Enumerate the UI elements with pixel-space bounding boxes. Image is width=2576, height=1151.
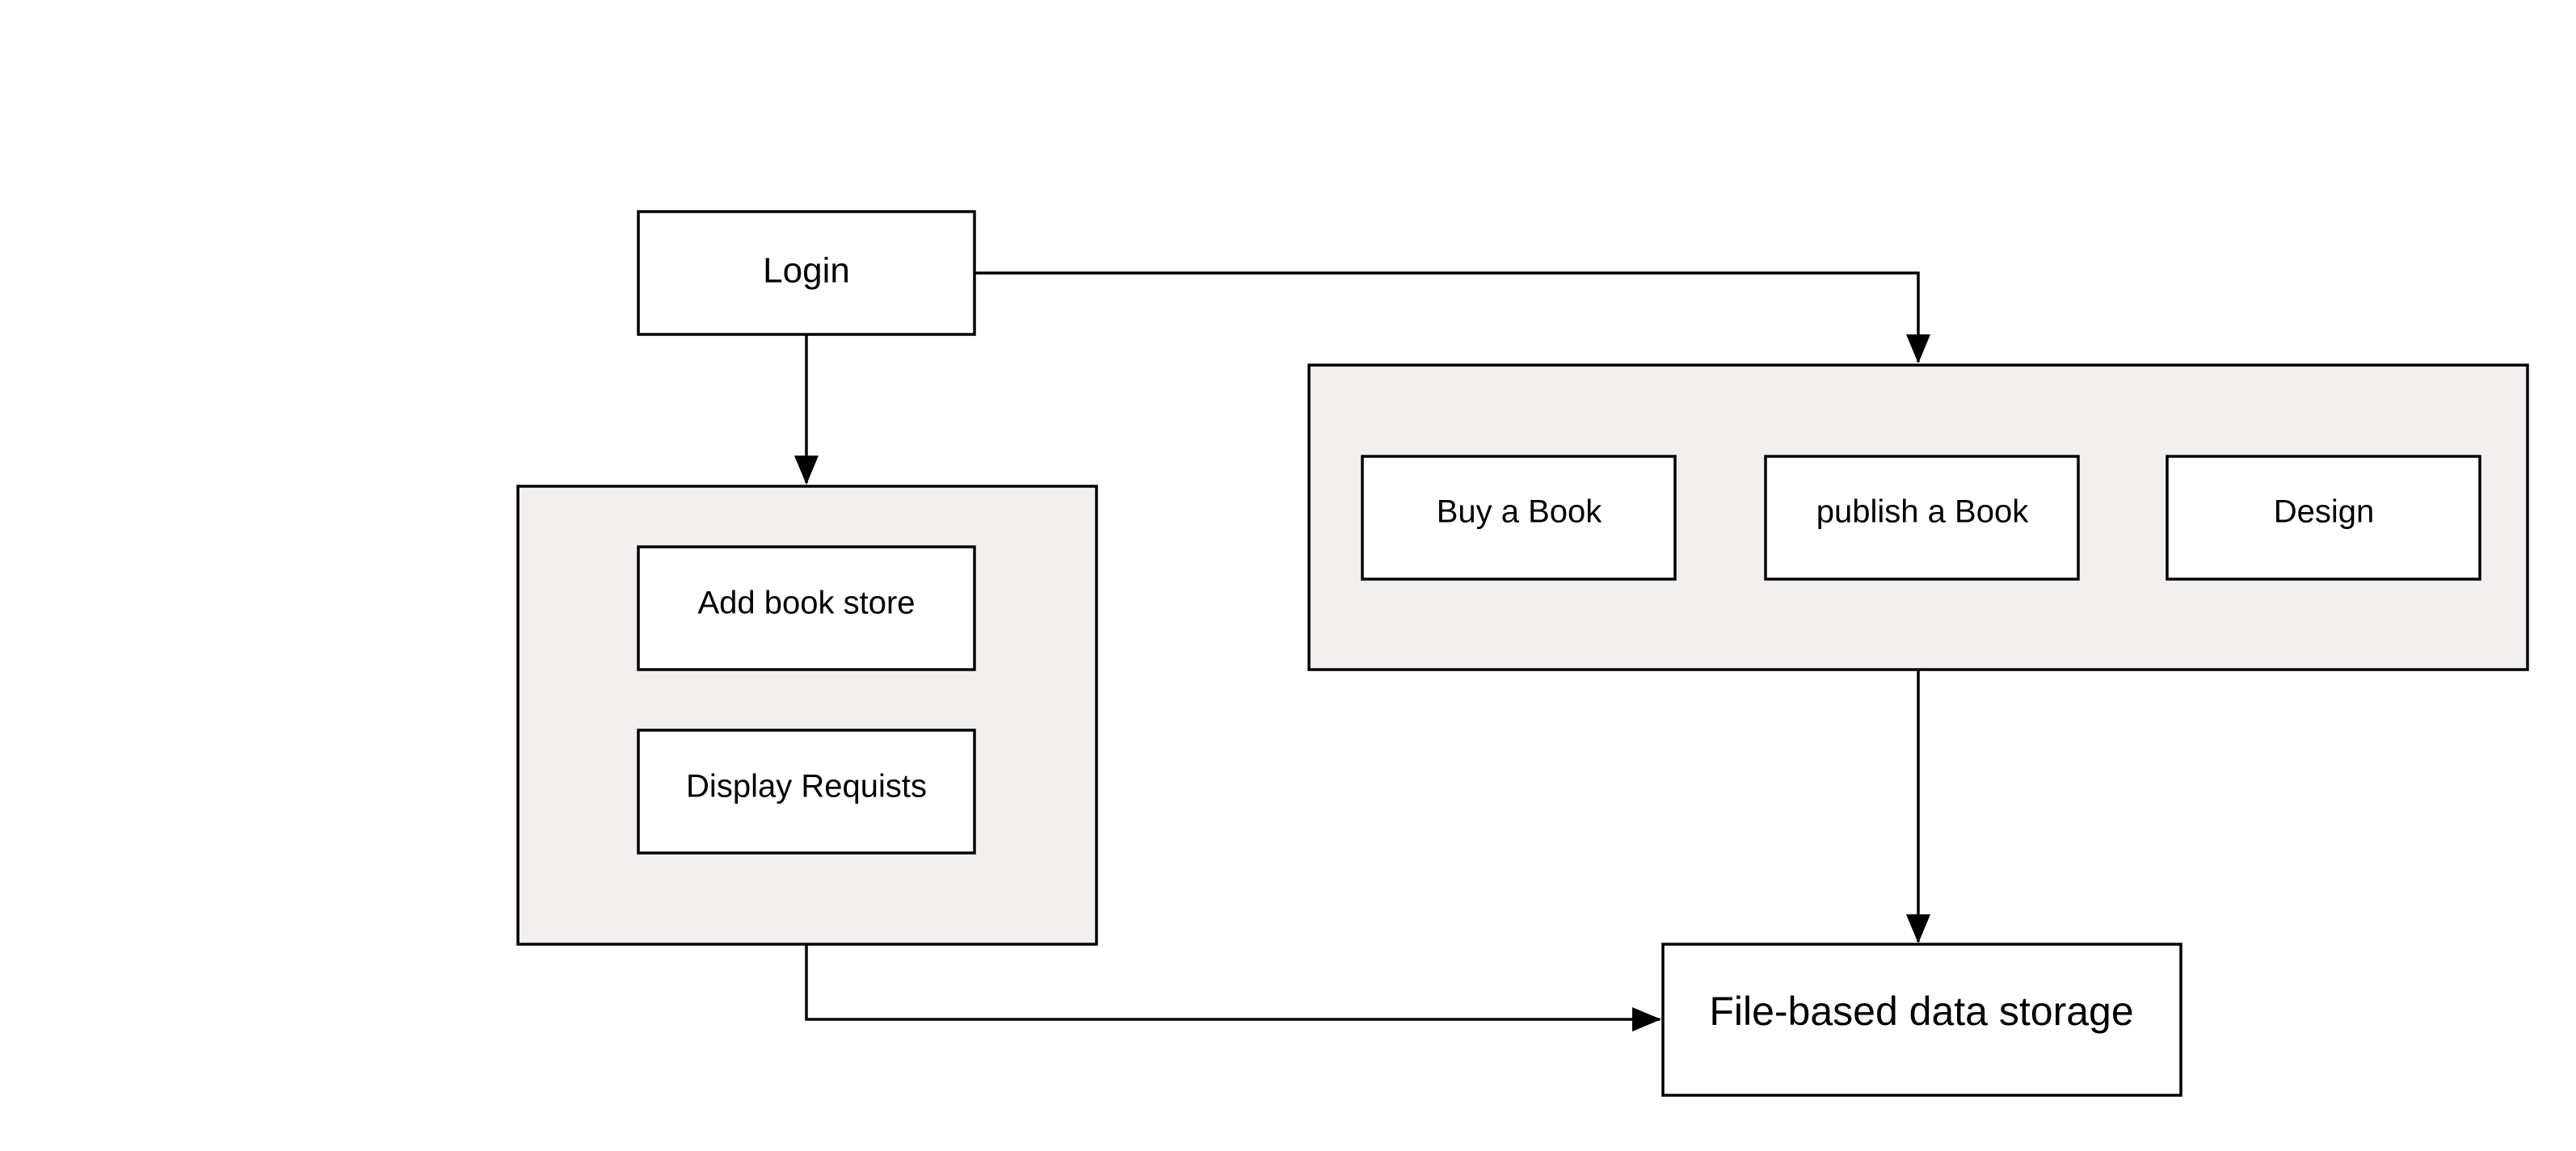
storage-label: File-based data storage: [1709, 989, 2133, 1034]
add-book-store-label: Add book store: [697, 586, 915, 621]
display-requists-node: Display Requists: [637, 729, 976, 855]
login-box: [637, 210, 976, 336]
add-book-store-node: Add book store: [637, 545, 976, 671]
login-node: Login: [637, 210, 976, 336]
admin-group: Add book store Display Requists: [516, 485, 1098, 946]
publish-a-book-box: [1764, 455, 2080, 581]
add-book-store-box: [637, 545, 976, 671]
edge-admin-group-to-storage: [805, 944, 1661, 1031]
connectors: [794, 271, 1930, 1031]
design-label: Design: [2274, 494, 2375, 530]
storage-node: File-based data storage: [1661, 943, 2182, 1097]
publish-a-book-node: publish a Book: [1764, 455, 2080, 581]
buy-a-book-node: Buy a Book: [1361, 455, 1677, 581]
display-requists-label: Display Requists: [686, 769, 927, 804]
storage-box: [1661, 943, 2182, 1097]
design-node: Design: [2166, 455, 2481, 581]
login-label: Login: [763, 251, 850, 291]
design-box: [2166, 455, 2481, 581]
user-group: Buy a Book publish a Book Design: [1307, 363, 2529, 671]
buy-a-book-label: Buy a Book: [1437, 494, 1603, 530]
display-requists-box: [637, 729, 976, 855]
buy-a-book-box: [1361, 455, 1677, 581]
publish-a-book-label: publish a Book: [1816, 494, 2029, 530]
edge-login-to-user-group: [974, 271, 1930, 363]
